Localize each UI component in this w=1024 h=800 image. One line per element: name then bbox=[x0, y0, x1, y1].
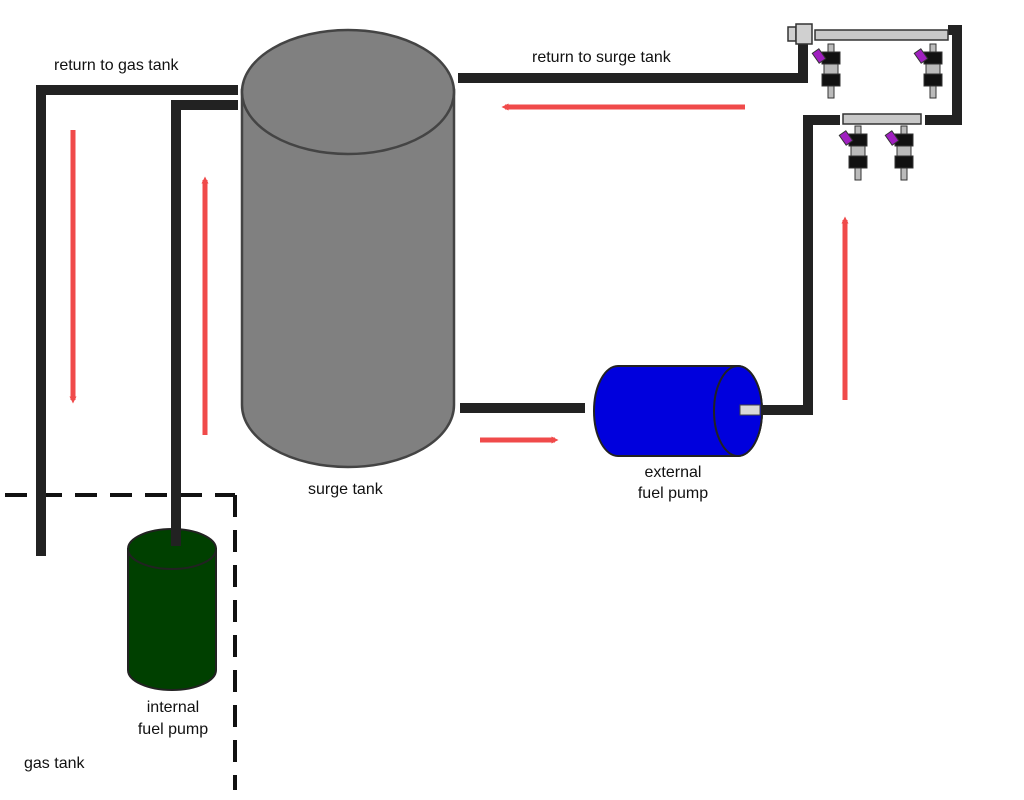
internal-pump-outlet bbox=[171, 526, 181, 546]
injector-connector bbox=[838, 130, 854, 146]
label-gas-tank: gas tank bbox=[24, 755, 85, 772]
external-pump-outlet bbox=[739, 404, 761, 416]
fuel-rails bbox=[787, 23, 949, 125]
surge-tank-top bbox=[240, 28, 456, 156]
return-to-surge-tank-line bbox=[458, 42, 808, 83]
fuel-injector bbox=[913, 43, 943, 99]
surge-tank-body bbox=[240, 88, 456, 469]
flow-arrows bbox=[69, 103, 849, 444]
injector-connector bbox=[811, 48, 827, 64]
internal-pump-body bbox=[127, 548, 217, 691]
label-internal-fuel-pump-line2: fuel pump bbox=[138, 721, 208, 738]
label-external-fuel-pump-line2: fuel pump bbox=[638, 485, 708, 502]
fuel-injector bbox=[884, 125, 914, 181]
fuel-injector bbox=[811, 43, 841, 99]
internal-fuel-pump bbox=[127, 526, 217, 691]
fuel-pressure-regulator bbox=[795, 23, 813, 45]
label-external-fuel-pump-line1: external bbox=[645, 464, 702, 481]
external-fuel-pump bbox=[593, 365, 763, 457]
label-return-to-surge-tank: return to surge tank bbox=[532, 49, 672, 66]
injector-connector bbox=[913, 48, 929, 64]
internal-pump-feed-line bbox=[171, 100, 238, 545]
fuel-injector bbox=[838, 125, 868, 181]
label-internal-fuel-pump-line1: internal bbox=[147, 699, 199, 716]
return-to-gas-tank-line bbox=[36, 85, 238, 556]
injector-connector bbox=[884, 130, 900, 146]
label-surge-tank: surge tank bbox=[308, 481, 384, 498]
fuel-injectors bbox=[811, 43, 943, 181]
rail-crossover-line bbox=[925, 25, 962, 125]
upper-fuel-rail bbox=[814, 29, 949, 41]
lower-fuel-rail bbox=[842, 113, 922, 125]
external-pump-end bbox=[713, 365, 763, 457]
label-return-to-gas-tank: return to gas tank bbox=[54, 57, 180, 74]
external-pump-to-rail-line bbox=[758, 115, 840, 415]
fuel-pressure-regulator-fitting bbox=[787, 26, 797, 42]
fuel-lines bbox=[36, 25, 962, 556]
surge-tank bbox=[240, 28, 456, 469]
